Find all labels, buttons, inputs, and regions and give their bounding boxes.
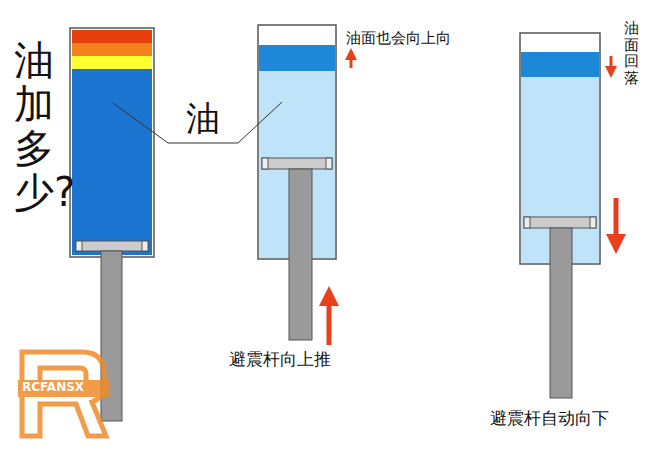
shock-cylinder-full <box>70 28 154 421</box>
shock-cylinder-rebound <box>520 33 600 398</box>
level-up-arrow <box>350 54 353 68</box>
shock-cylinder-compressed <box>258 25 336 340</box>
action-note: 避震杆自动向下 <box>490 409 609 428</box>
action-note: 避震杆向上推 <box>229 350 331 369</box>
oil-label: 油 <box>186 100 220 137</box>
level-note: 油面也会向上向 <box>346 30 451 47</box>
level-note: 油面回落 <box>624 20 639 86</box>
watermark-logo <box>18 352 110 436</box>
push-up-arrow <box>327 296 332 345</box>
question-heading: 油加多少? <box>14 38 54 214</box>
watermark: RCFANSX <box>22 381 84 394</box>
rod-down-arrow <box>614 198 619 244</box>
level-down-arrow <box>610 56 613 72</box>
